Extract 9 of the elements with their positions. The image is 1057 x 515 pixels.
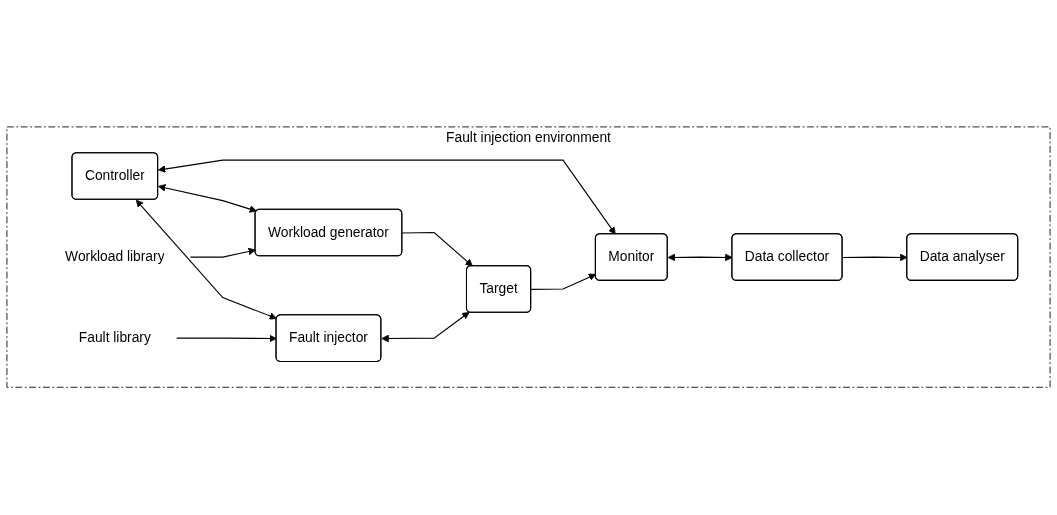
arrow — [401, 232, 473, 267]
arrow — [189, 248, 256, 259]
arrow — [158, 159, 616, 235]
arrow — [135, 200, 277, 320]
node-text: Fault library — [78, 330, 151, 346]
arrow — [176, 335, 277, 343]
node-text: Workload library — [65, 249, 165, 265]
arrow — [381, 312, 470, 343]
arrow — [158, 184, 257, 214]
